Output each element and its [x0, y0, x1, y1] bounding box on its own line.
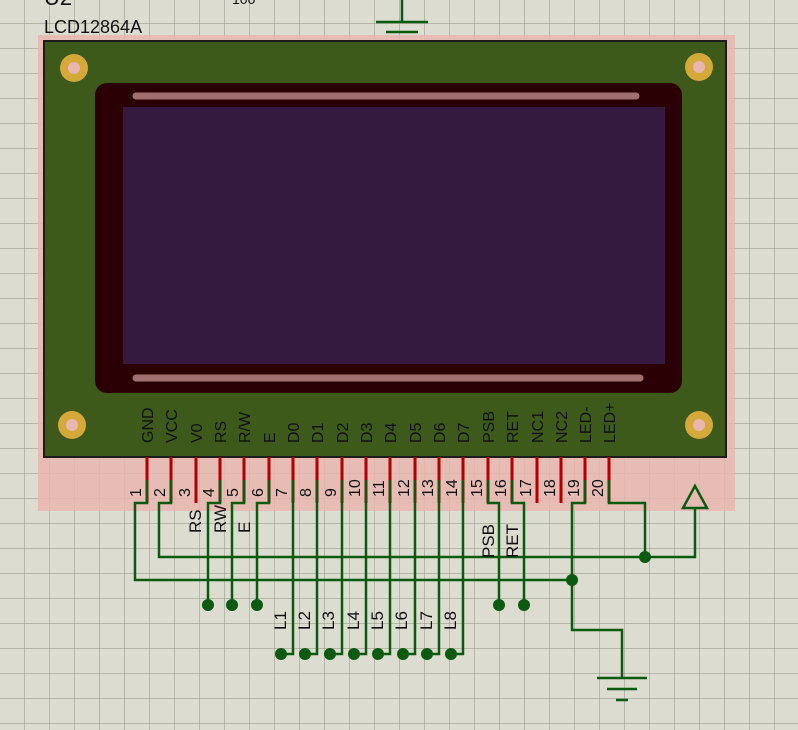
- pin-name-7: D0: [286, 422, 303, 443]
- component-ref: U2: [44, 0, 72, 10]
- pin-name-18: NC2: [554, 411, 571, 443]
- pin-name-10: D3: [359, 422, 376, 443]
- junction-dots: [202, 551, 651, 660]
- pin-name-1: GND: [140, 407, 157, 443]
- pin-number-19: 19: [566, 479, 583, 497]
- pin-name-11: D4: [383, 422, 400, 443]
- lcd-screen: [123, 107, 665, 364]
- pin-name-17: NC1: [530, 411, 547, 443]
- pin-number-14: 14: [444, 479, 461, 497]
- pin-number-3: 3: [177, 488, 194, 497]
- data-net-labels: L1 L2 L3 L4 L5 L6 L7 L8: [271, 611, 460, 630]
- pin-name-19: LED-: [578, 407, 595, 443]
- pin-number-5: 5: [225, 488, 242, 497]
- pin-name-15: PSB: [481, 411, 498, 443]
- pin-17[interactable]: NC1 17: [518, 411, 547, 503]
- pin-number-2: 2: [152, 488, 169, 497]
- pin-group: GND 1 VCC 2 V0 3 RS 4 R/W 5 E 6 D0 7 D1 8 D2 9 D3 10 D4 11 D5 1…: [128, 403, 619, 503]
- pin-number-4: 4: [201, 488, 218, 497]
- pin-number-18: 18: [542, 479, 559, 497]
- top-value-fragment: 100: [232, 0, 256, 7]
- pin-name-14: D7: [456, 422, 473, 443]
- net-label-l8: L8: [441, 611, 460, 630]
- pin-number-15: 15: [469, 479, 486, 497]
- pin-name-2: VCC: [164, 409, 181, 443]
- net-label-rs: RS: [186, 509, 205, 533]
- pin-number-9: 9: [323, 488, 340, 497]
- pin-18[interactable]: NC2 18: [542, 411, 571, 503]
- net-label-psb: PSB: [479, 524, 498, 558]
- net-label-ret: RET: [503, 524, 522, 558]
- pin-number-10: 10: [347, 479, 364, 497]
- pin-name-4: RS: [213, 421, 230, 443]
- pin-12[interactable]: D5 12: [396, 422, 425, 503]
- pin-15[interactable]: PSB 15: [469, 411, 498, 503]
- pin-20[interactable]: LED+ 20: [590, 403, 619, 503]
- net-label-l3: L3: [319, 611, 338, 630]
- pin-name-5: R/W: [237, 411, 254, 443]
- pin-name-13: D6: [432, 422, 449, 443]
- pin-3[interactable]: V0 3: [177, 423, 206, 503]
- pin-number-8: 8: [298, 488, 315, 497]
- pin-number-13: 13: [420, 479, 437, 497]
- net-label-l1: L1: [271, 611, 290, 630]
- pin-number-11: 11: [371, 480, 388, 497]
- component-part-name: LCD12864A: [44, 17, 142, 37]
- power-terminal-icon: [680, 483, 710, 510]
- pin-number-16: 16: [493, 479, 510, 497]
- ground-icon: [597, 676, 647, 702]
- net-label-rw: RW: [211, 505, 230, 533]
- net-label-l7: L7: [417, 611, 436, 630]
- net-label-l4: L4: [344, 611, 363, 630]
- pin-name-3: V0: [189, 423, 206, 443]
- pin-number-1: 1: [128, 488, 145, 497]
- pin-14[interactable]: D7 14: [444, 422, 473, 503]
- pin-number-12: 12: [396, 479, 413, 497]
- pin-13[interactable]: D6 13: [420, 422, 449, 503]
- net-label-e: E: [235, 522, 254, 533]
- net-label-l6: L6: [392, 611, 411, 630]
- pin-name-6: E: [262, 432, 279, 443]
- mounting-pad-icon: [58, 53, 713, 439]
- pin-number-6: 6: [250, 488, 267, 497]
- pin-number-20: 20: [590, 479, 607, 497]
- net-label-l2: L2: [295, 611, 314, 630]
- pin-name-16: RET: [505, 411, 522, 443]
- pin-number-17: 17: [518, 479, 535, 497]
- pin-name-20: LED+: [602, 403, 619, 443]
- pin-name-9: D2: [335, 422, 352, 443]
- net-label-l5: L5: [368, 611, 387, 630]
- pin-number-7: 7: [274, 488, 291, 497]
- pin-name-8: D1: [310, 422, 327, 443]
- pin-name-12: D5: [408, 422, 425, 443]
